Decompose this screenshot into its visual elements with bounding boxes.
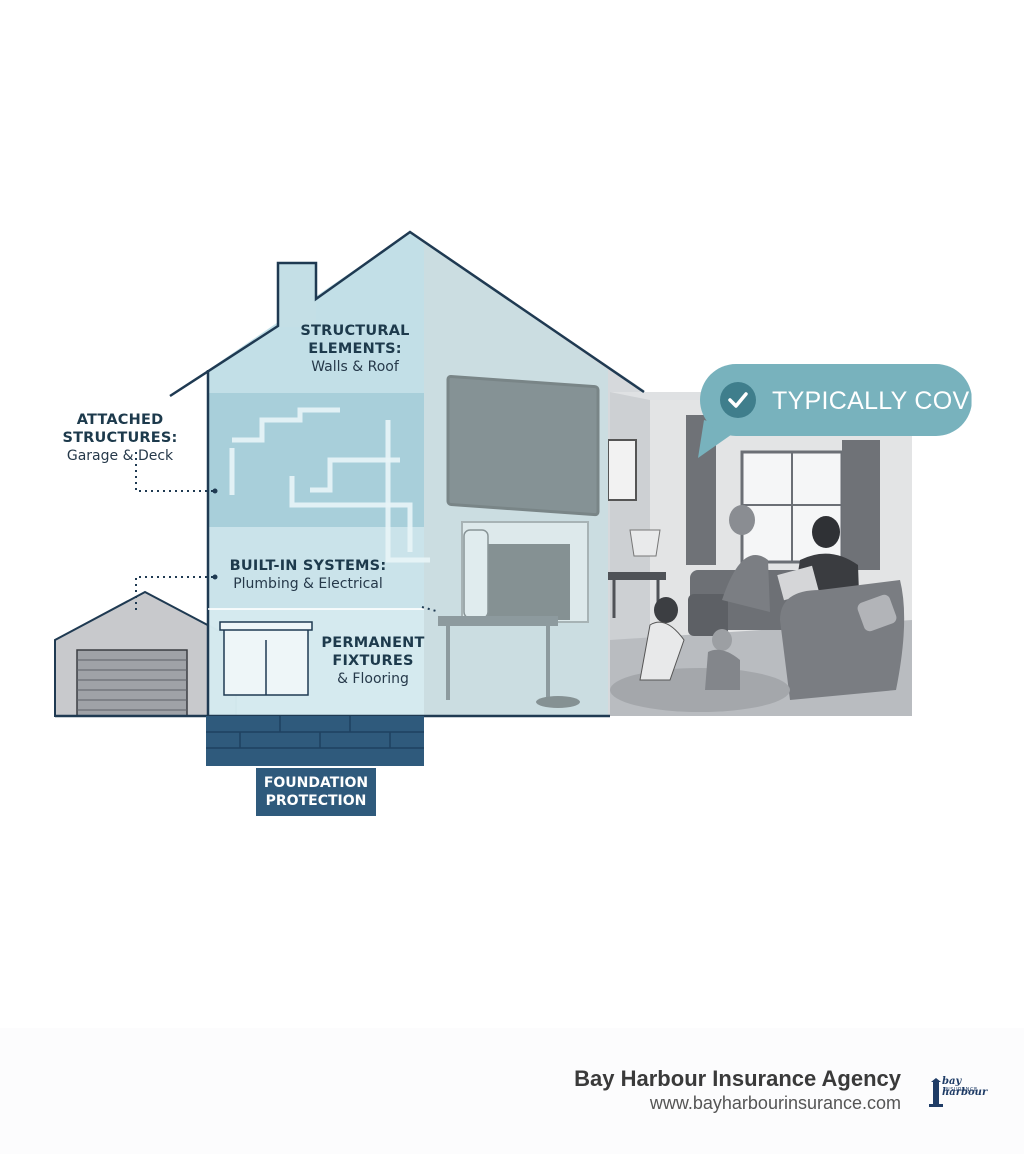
logo-wordmark: bay harbour — [942, 1076, 988, 1098]
check-icon — [720, 382, 756, 418]
callout-text: TYPICALLY COVE — [772, 387, 987, 415]
systems-sub: Plumbing & Electrical — [233, 576, 383, 592]
label-permanent-fixtures: PERMANENT FIXTURES & Flooring — [318, 634, 428, 688]
leader-lines — [135, 452, 437, 612]
structural-sub: Walls & Roof — [311, 359, 399, 375]
logo-subtext: INSURANCE — [944, 1087, 978, 1093]
foundation-line-1: FOUNDATION — [263, 775, 369, 791]
fixtures-sub: & Flooring — [337, 671, 409, 687]
coverage-callout: TYPICALLY COVE — [700, 364, 986, 436]
foundation-line-2: PROTECTION — [265, 793, 367, 809]
company-logo: bay harbour INSURANCE — [928, 1076, 998, 1112]
footer — [0, 1028, 1024, 1154]
structural-heading-2: ELEMENTS: — [308, 341, 402, 357]
label-structural-elements: STRUCTURAL ELEMENTS: Walls & Roof — [290, 322, 420, 376]
fixtures-heading-1: PERMANENT — [321, 635, 425, 651]
structural-heading-1: STRUCTURAL — [300, 323, 410, 339]
foundation — [206, 716, 424, 766]
attached-heading: ATTACHED STRUCTURES: — [62, 412, 178, 446]
footer-brand: Bay Harbour Insurance Agency www.bayharb… — [574, 1066, 901, 1114]
systems-heading: BUILT-IN SYSTEMS: — [229, 558, 387, 574]
attached-sub: Garage & Deck — [66, 448, 174, 464]
fixtures-heading-2: FIXTURES — [332, 653, 414, 669]
label-foundation-protection: FOUNDATION PROTECTION — [256, 768, 376, 816]
label-attached-structures: ATTACHED STRUCTURES: Garage & Deck — [20, 411, 220, 465]
house-cutaway — [208, 232, 608, 716]
label-built-in-systems: BUILT-IN SYSTEMS: Plumbing & Electrical — [222, 557, 394, 593]
garage — [54, 590, 237, 717]
company-url[interactable]: www.bayharbourinsurance.com — [649, 1093, 901, 1113]
company-name: Bay Harbour Insurance Agency — [574, 1066, 901, 1091]
